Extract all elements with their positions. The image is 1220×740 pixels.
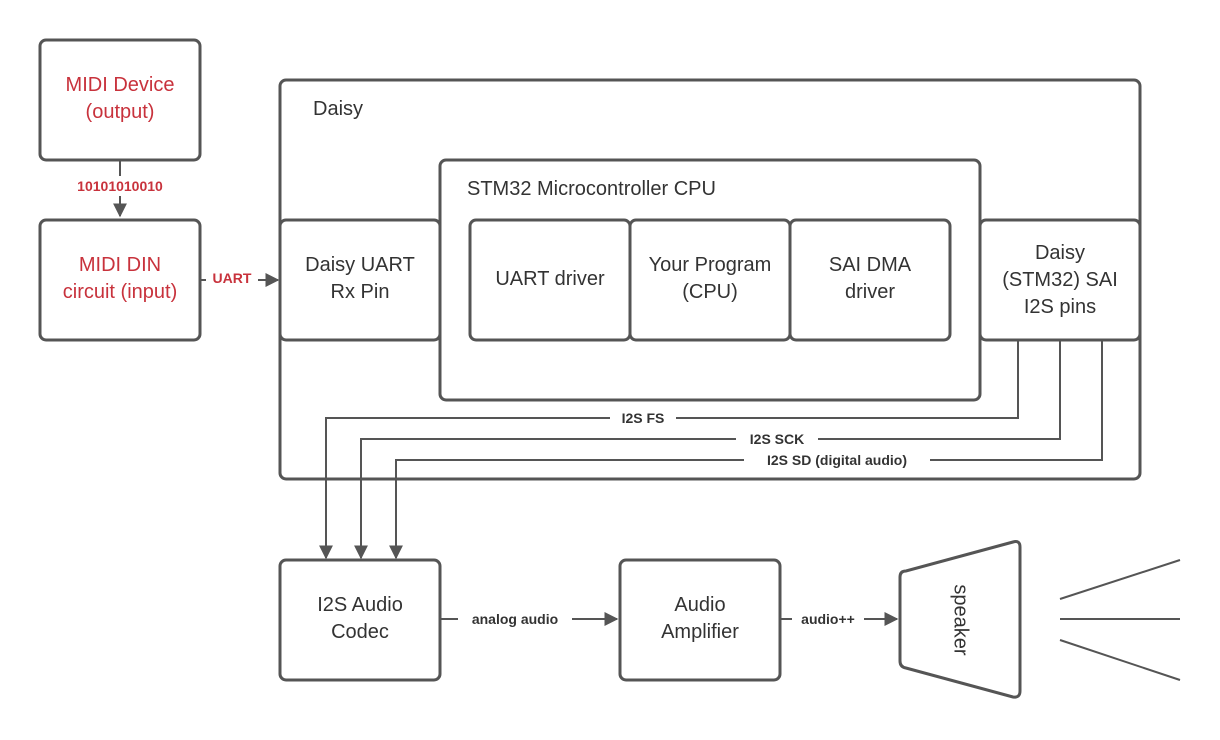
codec-line-2: Codec — [331, 621, 389, 643]
your-program-box: Your Program (CPU) — [628, 218, 792, 342]
midi-device-line-2: (output) — [86, 101, 155, 123]
edge-label-midi-bits: 10101010010 — [64, 176, 176, 196]
uart-rx-line-1: Daisy UART — [305, 254, 415, 276]
i2s-sd-label: I2S SD (digital audio) — [767, 452, 907, 468]
uart-label: UART — [213, 270, 252, 286]
uart-driver-box: UART driver — [468, 218, 632, 342]
midi-device-line-1: MIDI Device — [66, 74, 175, 96]
amplifier-box: Audio Amplifier — [618, 558, 782, 682]
amplifier-line-1: Audio — [674, 594, 725, 616]
your-program-line-1: Your Program — [649, 254, 772, 276]
sound-wave-lines — [1059, 559, 1181, 681]
sai-pins-box: Daisy (STM32) SAI I2S pins — [978, 218, 1142, 342]
i2s-fs-label: I2S FS — [622, 410, 665, 426]
edge-label-i2s-fs: I2S FS — [610, 409, 676, 427]
midi-din-line-2: circuit (input) — [63, 281, 177, 303]
sai-pins-line-3: I2S pins — [1024, 296, 1096, 318]
analog-audio-label: analog audio — [472, 611, 558, 627]
uart-driver-line-1: UART driver — [495, 268, 605, 290]
sai-dma-line-1: SAI DMA — [829, 254, 912, 276]
uart-rx-box: Daisy UART Rx Pin — [278, 218, 442, 342]
edge-label-audio-amp: audio++ — [792, 610, 864, 628]
amplifier-line-2: Amplifier — [661, 621, 739, 643]
edge-label-analog-audio: analog audio — [458, 610, 572, 628]
midi-device-box: MIDI Device (output) — [38, 38, 202, 162]
sai-dma-box: SAI DMA driver — [788, 218, 952, 342]
edge-label-i2s-sd: I2S SD (digital audio) — [744, 451, 930, 469]
i2s-sck-label: I2S SCK — [750, 431, 804, 447]
daisy-title: Daisy — [313, 98, 363, 120]
codec-box: I2S Audio Codec — [278, 558, 442, 682]
your-program-line-2: (CPU) — [682, 281, 738, 303]
audio-amp-label: audio++ — [801, 611, 855, 627]
sound-line-upper — [1059, 559, 1181, 600]
speaker-label: speaker — [950, 584, 972, 655]
sai-dma-line-2: driver — [845, 281, 895, 303]
sai-pins-line-1: Daisy — [1035, 242, 1085, 264]
midi-bits-label: 10101010010 — [77, 178, 163, 194]
stm32-title: STM32 Microcontroller CPU — [467, 178, 716, 200]
codec-line-1: I2S Audio — [317, 594, 403, 616]
sound-line-lower — [1059, 639, 1181, 681]
midi-din-box: MIDI DIN circuit (input) — [38, 218, 202, 342]
i2s-sck-wire — [354, 340, 1061, 560]
midi-din-line-1: MIDI DIN — [79, 254, 161, 276]
edge-label-uart: UART — [206, 268, 258, 288]
uart-rx-line-2: Rx Pin — [331, 281, 390, 303]
edge-label-i2s-sck: I2S SCK — [736, 430, 818, 448]
sai-pins-line-2: (STM32) SAI — [1002, 269, 1118, 291]
speaker-shape: speaker — [898, 540, 1022, 699]
